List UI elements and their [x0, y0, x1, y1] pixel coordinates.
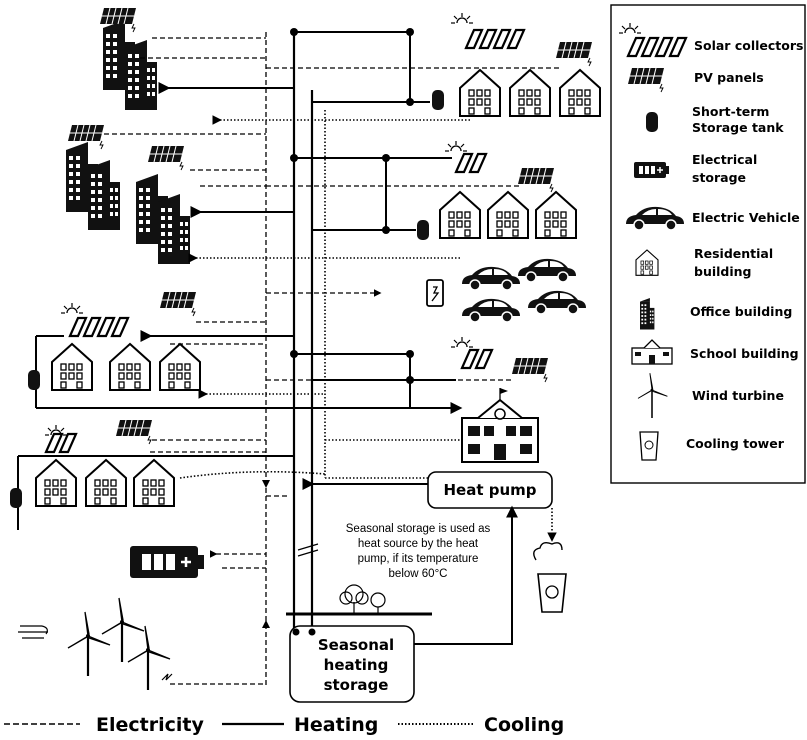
key-electricity: Electricity [96, 714, 204, 736]
note-line-2: heat source by the heat [358, 538, 479, 550]
line-type-key: Electricity Heating Cooling [4, 714, 564, 736]
legend-residential-line2: building [694, 264, 752, 279]
office-cluster-middle [66, 124, 190, 264]
legend-electric-vehicle: Electric Vehicle [692, 210, 800, 225]
legend-office-building: Office building [690, 304, 792, 319]
legend-electrical-line2: storage [692, 170, 746, 185]
storage-tank-icon [646, 112, 658, 132]
key-cooling: Cooling [484, 714, 564, 736]
legend-wind-turbine: Wind turbine [692, 388, 784, 403]
legend: Solar collectors PV panels Short-term St… [610, 4, 806, 484]
legend-school-building: School building [690, 346, 799, 361]
heat-pump-label: Heat pump [443, 481, 536, 499]
legend-electrical-line1: Electrical [692, 152, 757, 167]
school-icon [631, 339, 673, 365]
battery-icon [634, 162, 669, 178]
note-line-4: below 60°C [389, 568, 448, 580]
cooling-tower [533, 541, 567, 613]
heat-pump: Heat pump [427, 471, 553, 509]
note-line-3: pump, if its temperature [358, 553, 479, 565]
legend-cooling-tower: Cooling tower [686, 436, 785, 451]
office-cluster-top [99, 7, 157, 110]
heating-supply-bus [292, 32, 314, 630]
wind-farm [18, 596, 173, 692]
trees-icon [339, 584, 386, 614]
school-building [461, 388, 539, 463]
storage-line-1: Seasonal [318, 636, 394, 654]
seasonal-storage-note: Seasonal storage is used as heat source … [346, 523, 491, 580]
seasonal-heating-storage: Seasonal heating storage [289, 625, 415, 703]
legend-solar-collectors: Solar collectors [694, 38, 803, 53]
electrical-storage-battery [130, 546, 204, 578]
cooling-tower-icon [639, 431, 659, 461]
ev-charger [426, 279, 444, 307]
key-heating: Heating [294, 714, 378, 736]
legend-storage-line2: Storage tank [692, 120, 784, 135]
note-line-1: Seasonal storage is used as [346, 523, 491, 535]
storage-line-3: storage [324, 676, 389, 694]
storage-line-2: heating [324, 656, 389, 674]
legend-pv-panels: PV panels [694, 70, 764, 85]
legend-residential-line1: Residential [694, 246, 773, 261]
legend-storage-line1: Short-term [692, 104, 769, 119]
